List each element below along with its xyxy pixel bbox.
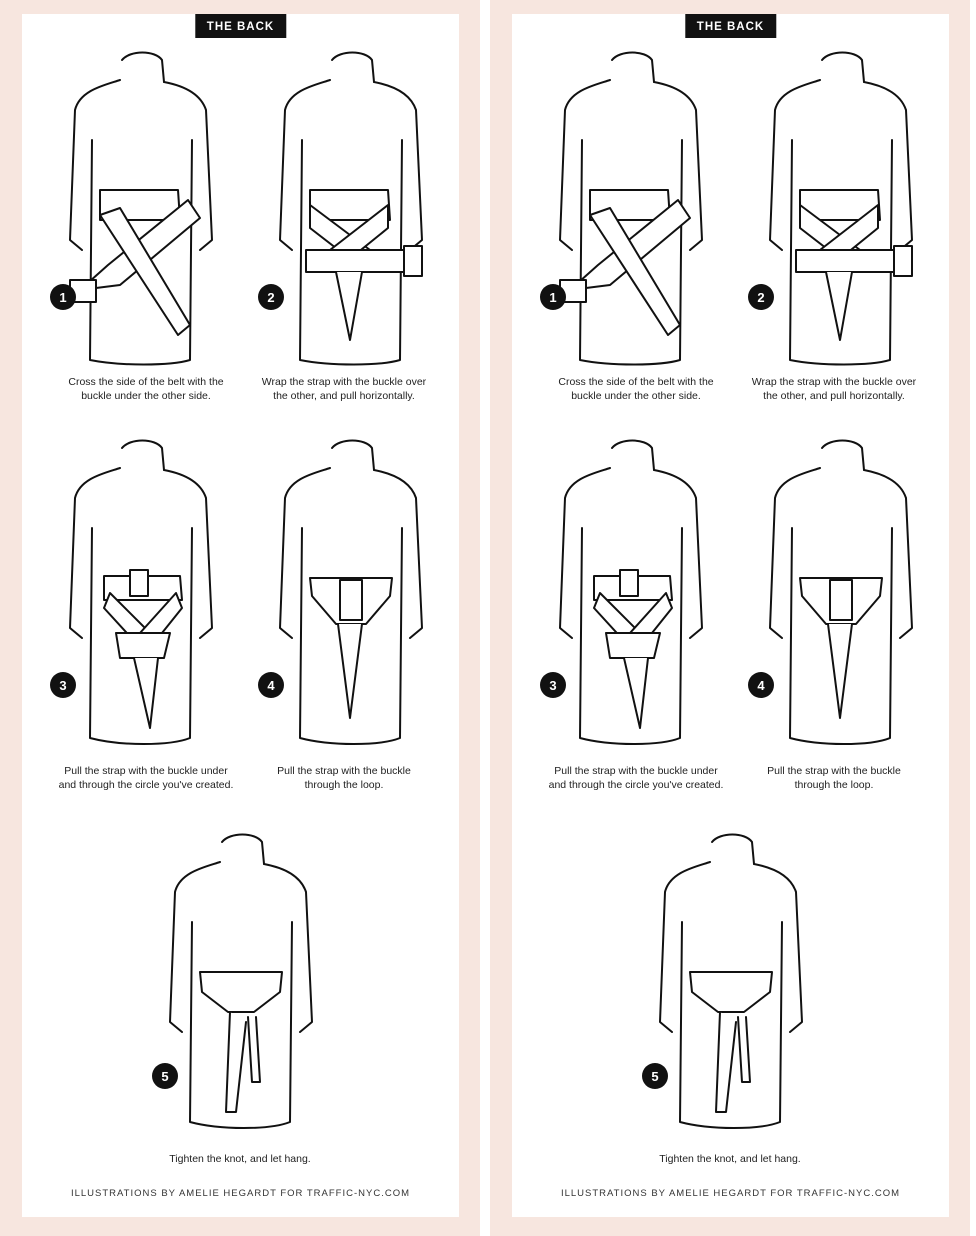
caption-line: Tighten the knot, and let hang. (169, 1153, 311, 1165)
caption-line: Cross the side of the belt with the (558, 376, 714, 388)
caption-line: Pull the strap with the buckle under (554, 765, 718, 777)
step-caption: Wrap the strap with the buckle over the … (244, 375, 444, 403)
caption-line: Tighten the knot, and let hang. (659, 1153, 801, 1165)
coat-illustration-step-5 (160, 822, 320, 1142)
coat-illustration-step-3 (550, 428, 710, 748)
step-caption: Wrap the strap with the buckle over the … (734, 375, 934, 403)
caption-line: buckle under the other side. (81, 390, 211, 402)
coat-illustration-step-1 (60, 40, 220, 366)
step-number-badge: 3 (50, 672, 76, 698)
caption-line: Pull the strap with the buckle (277, 765, 411, 777)
panel-header-tag: THE BACK (194, 14, 287, 38)
step-caption: Pull the strap with the buckle under and… (536, 764, 736, 792)
caption-line: the other, and pull horizontally. (763, 390, 905, 402)
coat-illustration-step-4 (760, 428, 920, 748)
caption-line: the other, and pull horizontally. (273, 390, 415, 402)
caption-line: through the loop. (304, 779, 384, 791)
caption-line: Pull the strap with the buckle (767, 765, 901, 777)
step-number-badge: 2 (748, 284, 774, 310)
step-caption: Pull the strap with the buckle through t… (244, 764, 444, 792)
panel-content: THE BACK 1 Cross the side of the belt wi… (512, 14, 949, 1217)
instruction-panel-left: THE BACK 1 Cross the side of the belt wi… (0, 0, 480, 1236)
caption-line: Pull the strap with the buckle under (64, 765, 228, 777)
caption-line: Wrap the strap with the buckle over (261, 376, 427, 388)
step-number-badge: 1 (50, 284, 76, 310)
step-caption: Pull the strap with the buckle through t… (734, 764, 934, 792)
step-caption: Cross the side of the belt with the buck… (536, 375, 736, 403)
step-number-badge: 4 (258, 672, 284, 698)
panel-header-tag: THE BACK (684, 14, 777, 38)
caption-line: Wrap the strap with the buckle over (751, 376, 917, 388)
step-caption: Tighten the knot, and let hang. (140, 1152, 340, 1166)
step-caption: Cross the side of the belt with the buck… (46, 375, 246, 403)
step-number-badge: 2 (258, 284, 284, 310)
coat-illustration-step-4 (270, 428, 430, 748)
step-number-badge: 1 (540, 284, 566, 310)
step-number-badge: 3 (540, 672, 566, 698)
panel-content: THE BACK 1 Cross the side of the belt wi… (22, 14, 459, 1217)
caption-line: and through the circle you've created. (548, 779, 724, 791)
caption-line: and through the circle you've created. (58, 779, 234, 791)
step-caption: Tighten the knot, and let hang. (630, 1152, 830, 1166)
coat-illustration-step-5 (650, 822, 810, 1142)
illustration-credit: ILLUSTRATIONS BY AMELIE HEGARDT FOR TRAF… (560, 1188, 901, 1199)
instruction-panel-right: THE BACK 1 Cross the side of the belt wi… (490, 0, 970, 1236)
caption-line: Cross the side of the belt with the (68, 376, 224, 388)
caption-line: buckle under the other side. (571, 390, 701, 402)
coat-illustration-step-2 (270, 40, 430, 366)
coat-illustration-step-2 (760, 40, 920, 366)
step-number-badge: 4 (748, 672, 774, 698)
illustration-credit: ILLUSTRATIONS BY AMELIE HEGARDT FOR TRAF… (70, 1188, 411, 1199)
step-caption: Pull the strap with the buckle under and… (46, 764, 246, 792)
caption-line: through the loop. (794, 779, 874, 791)
step-number-badge: 5 (642, 1063, 668, 1089)
coat-illustration-step-1 (550, 40, 710, 366)
coat-illustration-step-3 (60, 428, 220, 748)
step-number-badge: 5 (152, 1063, 178, 1089)
